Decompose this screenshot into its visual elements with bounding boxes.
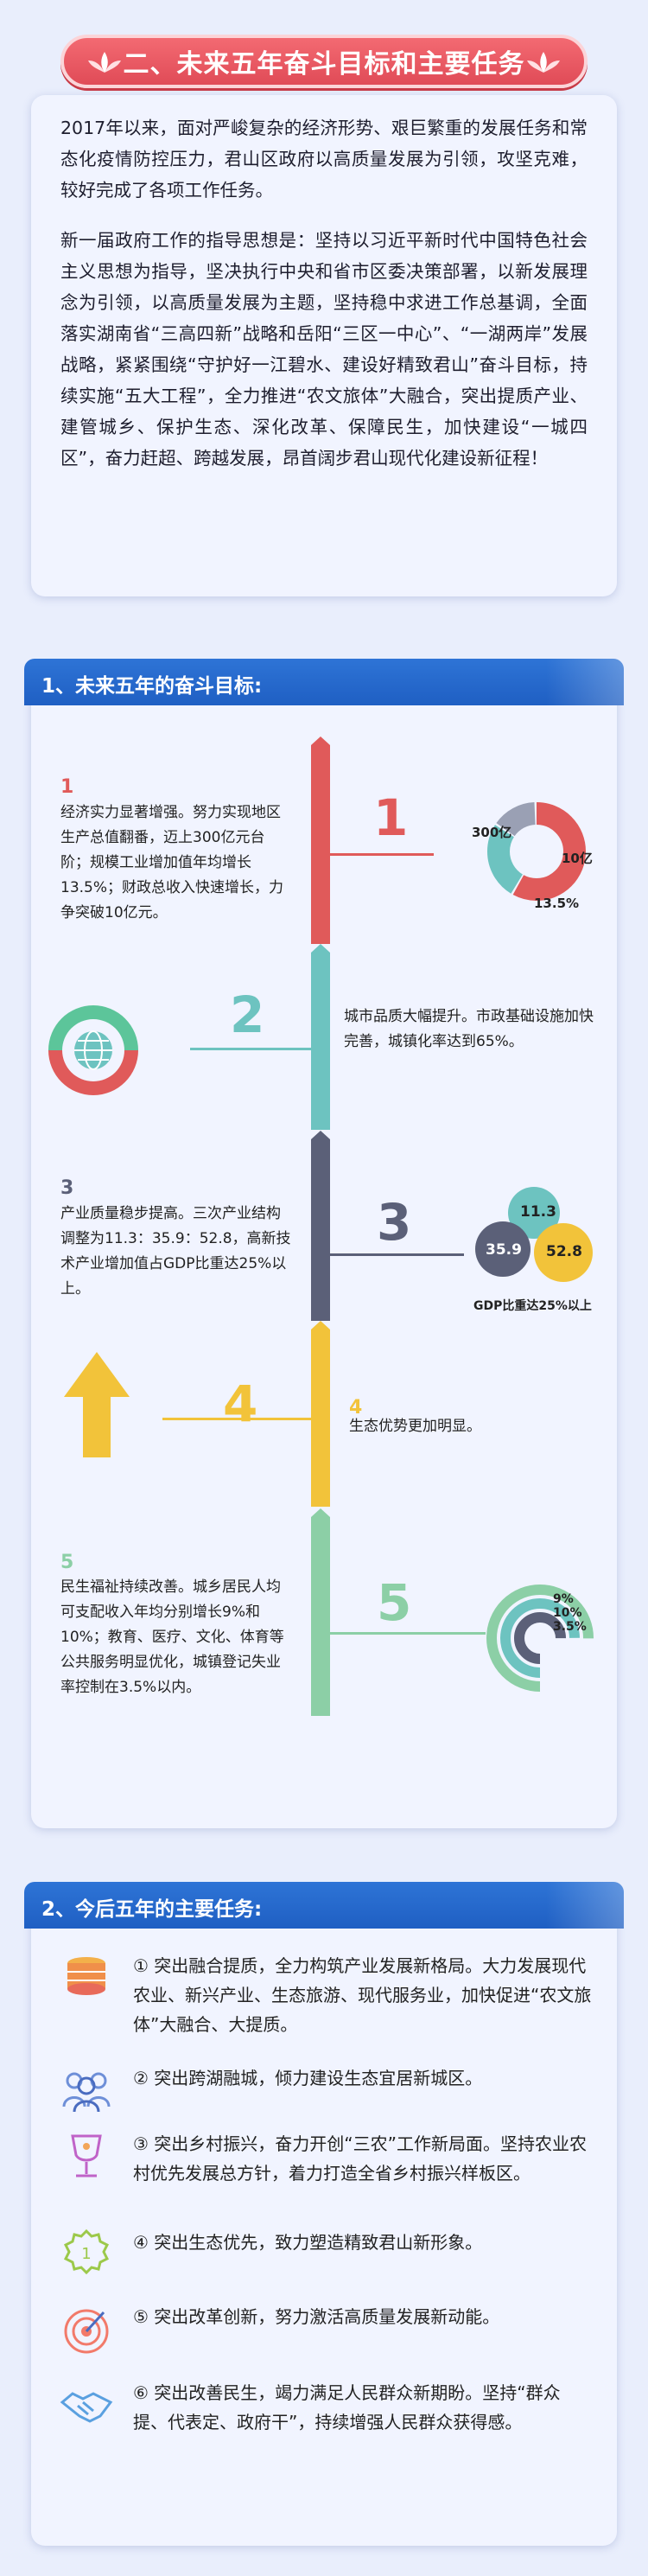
task-item: ⑤ 突出改革创新，努力激活高质量发展新动能。 [59, 2302, 594, 2354]
intro-paragraph-2: 新一届政府工作的指导思想是：坚持以习近平新时代中国特色社会主义思想为指导，坚决执… [60, 230, 588, 469]
goal-4-bar [311, 1321, 330, 1507]
goal-1-text: 经济实力显著增强。努力实现地区生产总值翻番，迈上300亿元台阶；规模工业增加值年… [60, 804, 284, 921]
intro-paragraph-1: 2017年以来，面对严峻复杂的经济形势、艰巨繁重的发展任务和常态化疫情防控压力，… [60, 118, 588, 201]
tasks-card: 2、今后五年的主要任务: ① 突出融合提质，全力构筑产业发展新格局。大力发展现代… [24, 1882, 624, 2546]
goal-1-number-big: 1 [373, 788, 409, 847]
task-text-5: ⑤ 突出改革创新，努力激活高质量发展新动能。 [133, 2306, 500, 2327]
goal-5-number-small: 5 [60, 1552, 74, 1573]
goal-5-connector [330, 1632, 486, 1635]
goal-1-donut-chart [487, 802, 586, 901]
banner-title: 二、未来五年奋斗目标和主要任务 [123, 49, 525, 80]
task-item: ① 突出融合提质，全力构筑产业发展新格局。大力发展现代农业、新兴产业、生态旅游、… [59, 1951, 594, 2046]
goal-2-bar [311, 944, 330, 1130]
tasks-header: 2、今后五年的主要任务: [24, 1882, 624, 1929]
goals-card: 1、未来五年的奋斗目标: 1 经济实力显著增强。努力实现地区生产总值翻番，迈上3… [24, 659, 624, 1828]
goal-3-text: 产业质量稳步提高。三次产业结构调整为11.3：35.9：52.8，高新技术产业增… [60, 1205, 291, 1298]
intro-card: 2017年以来，面对严峻复杂的经济形势、艰巨繁重的发展任务和常态化疫情防控压力，… [31, 95, 617, 596]
medal-icon: 1 [63, 2228, 110, 2275]
task-item: ⑥ 突出改善民生，竭力满足人民群众新期盼。坚持“群众提、代表定、政府干”，持续增… [59, 2378, 594, 2473]
task-text-4: ④ 突出生态优先，致力塑造精致君山新形象。 [133, 2232, 483, 2253]
goal-1-chart-label-300: 300亿 [472, 825, 512, 840]
goal-1-bar [311, 736, 330, 944]
goal-3-chart-label-11-3: 11.3 [520, 1203, 556, 1221]
goal-1-chart-label-13-5: 13.5% [534, 896, 580, 911]
tasks-header-label: 2、今后五年的主要任务: [41, 1898, 263, 1921]
task-item: ② 突出跨湖融城，倾力建设生态宜居新城区。 [59, 2063, 594, 2113]
goal-5-text: 民生福祉持续改善。城乡居民人均可支配收入年均分别增长9%和10%；教育、医疗、文… [60, 1578, 284, 1696]
goal-4-connector [162, 1418, 311, 1420]
goal-3-number-small: 3 [60, 1177, 74, 1199]
goal-3-chart-label-52-8: 52.8 [546, 1243, 582, 1260]
globe-cycle-icon [48, 1005, 138, 1095]
goal-3-number-big: 3 [377, 1193, 412, 1252]
goal-2-text: 城市品质大幅提升。市政基础设施加快完善，城镇化率达到65%。 [344, 1008, 594, 1050]
goal-5-bar [311, 1508, 330, 1716]
goal-4-number-big: 4 [223, 1374, 258, 1433]
trophy-icon [71, 2134, 102, 2177]
task-text-2: ② 突出跨湖融城，倾力建设生态宜居新城区。 [133, 2068, 483, 2088]
task-text-3: ③ 突出乡村振兴，奋力开创“三农”工作新局面。坚持农业农村优先发展总方针，着力打… [133, 2133, 588, 2184]
goal-5-number-big: 5 [377, 1573, 412, 1632]
goal-3-chart-label-35-9: 35.9 [486, 1241, 522, 1259]
lotus-icon [88, 52, 121, 73]
coins-icon [67, 1957, 105, 1995]
goal-1-chart-label-10: 10亿 [562, 851, 593, 866]
task-text-1: ① 突出融合提质，全力构筑产业发展新格局。大力发展现代农业、新兴产业、生态旅游、… [133, 1955, 592, 2035]
goal-1-number-small: 1 [60, 776, 74, 798]
goal-2-number-big: 2 [230, 985, 265, 1044]
goal-3-connector [330, 1253, 464, 1256]
goal-3-bubble-chart [475, 1187, 593, 1282]
task-item: 1 ④ 突出生态优先，致力塑造精致君山新形象。 [59, 2228, 594, 2280]
task-text-6: ⑥ 突出改善民生，竭力满足人民群众新期盼。坚持“群众提、代表定、政府干”，持续增… [133, 2382, 561, 2433]
svg-text:1: 1 [81, 2245, 91, 2263]
task-item: ③ 突出乡村振兴，奋力开创“三农”工作新局面。坚持农业农村优先发展总方针，着力打… [59, 2129, 594, 2216]
goal-5-chart-label-9: 9% [553, 1592, 574, 1606]
goals-header-label: 1、未来五年的奋斗目标: [41, 675, 263, 698]
lotus-icon [527, 52, 560, 73]
goal-5-chart-label-3-5: 3.5% [553, 1620, 587, 1634]
goal-1-connector [330, 853, 434, 856]
goal-4-text: 生态优势更加明显。 [349, 1418, 481, 1435]
target-icon [64, 2309, 109, 2354]
goal-3-chart-caption: GDP比重达25%以上 [473, 1299, 592, 1313]
handshake-icon [60, 2392, 113, 2423]
up-arrow-icon [64, 1352, 130, 1457]
goal-5-ring-chart [486, 1584, 594, 1692]
goals-header: 1、未来五年的奋斗目标: [24, 659, 624, 705]
goal-4-number-small: 4 [349, 1397, 363, 1419]
goal-2-connector [190, 1048, 311, 1050]
people-icon [62, 2072, 111, 2113]
goal-5-chart-label-10: 10% [553, 1606, 582, 1620]
goal-3-bar [311, 1131, 330, 1321]
section-banner: 二、未来五年奋斗目标和主要任务 [60, 35, 588, 88]
